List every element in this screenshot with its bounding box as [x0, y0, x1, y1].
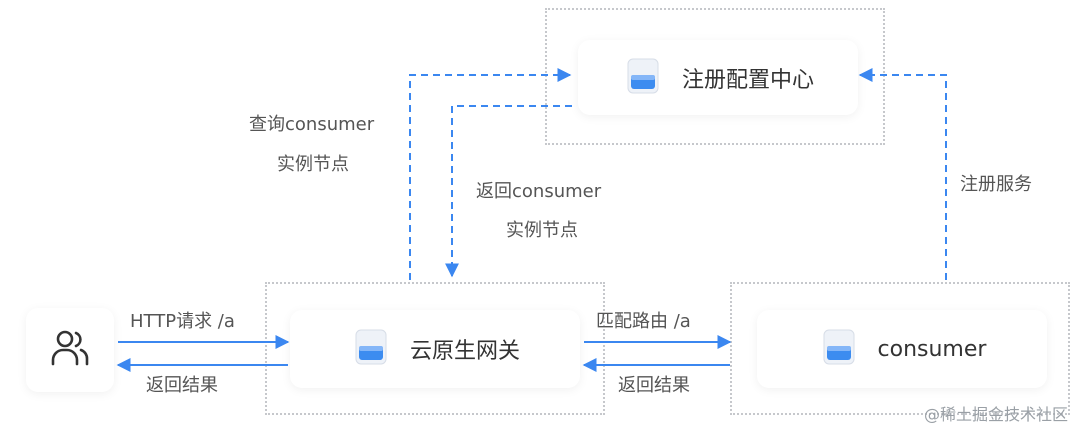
return-result-right-label: 返回结果 — [618, 375, 690, 396]
return-result-left-label: 返回结果 — [146, 375, 218, 396]
cube-server-icon — [622, 55, 664, 101]
watermark: @稀土掘金技术社区 — [923, 405, 1068, 424]
register-arrow — [858, 68, 947, 280]
registry-label: 注册配置中心 — [681, 67, 814, 93]
query-label-line1: 查询consumer — [249, 114, 375, 135]
return-instance-arrow — [445, 105, 572, 278]
match-route-label: 匹配路由 /a — [596, 311, 691, 332]
http-request-label: HTTP请求 /a — [130, 311, 235, 332]
users-icon — [48, 326, 92, 374]
query-arrow — [409, 68, 572, 280]
consumer-label: consumer — [877, 336, 987, 362]
return-label-line1: 返回consumer — [476, 181, 602, 202]
cube-server-icon — [818, 326, 860, 372]
register-label: 注册服务 — [960, 174, 1032, 195]
return-label-line2: 实例节点 — [506, 220, 578, 241]
consumer-node: consumer — [757, 310, 1047, 388]
cube-server-icon — [350, 326, 392, 372]
gateway-frame — [265, 282, 605, 415]
gateway-label: 云原生网关 — [409, 339, 520, 364]
registry-node: 注册配置中心 — [578, 40, 858, 115]
gateway-node: 云原生网关 — [290, 310, 580, 388]
registry-frame — [545, 8, 885, 145]
user-node — [26, 308, 114, 392]
query-label-line2: 实例节点 — [277, 154, 349, 175]
